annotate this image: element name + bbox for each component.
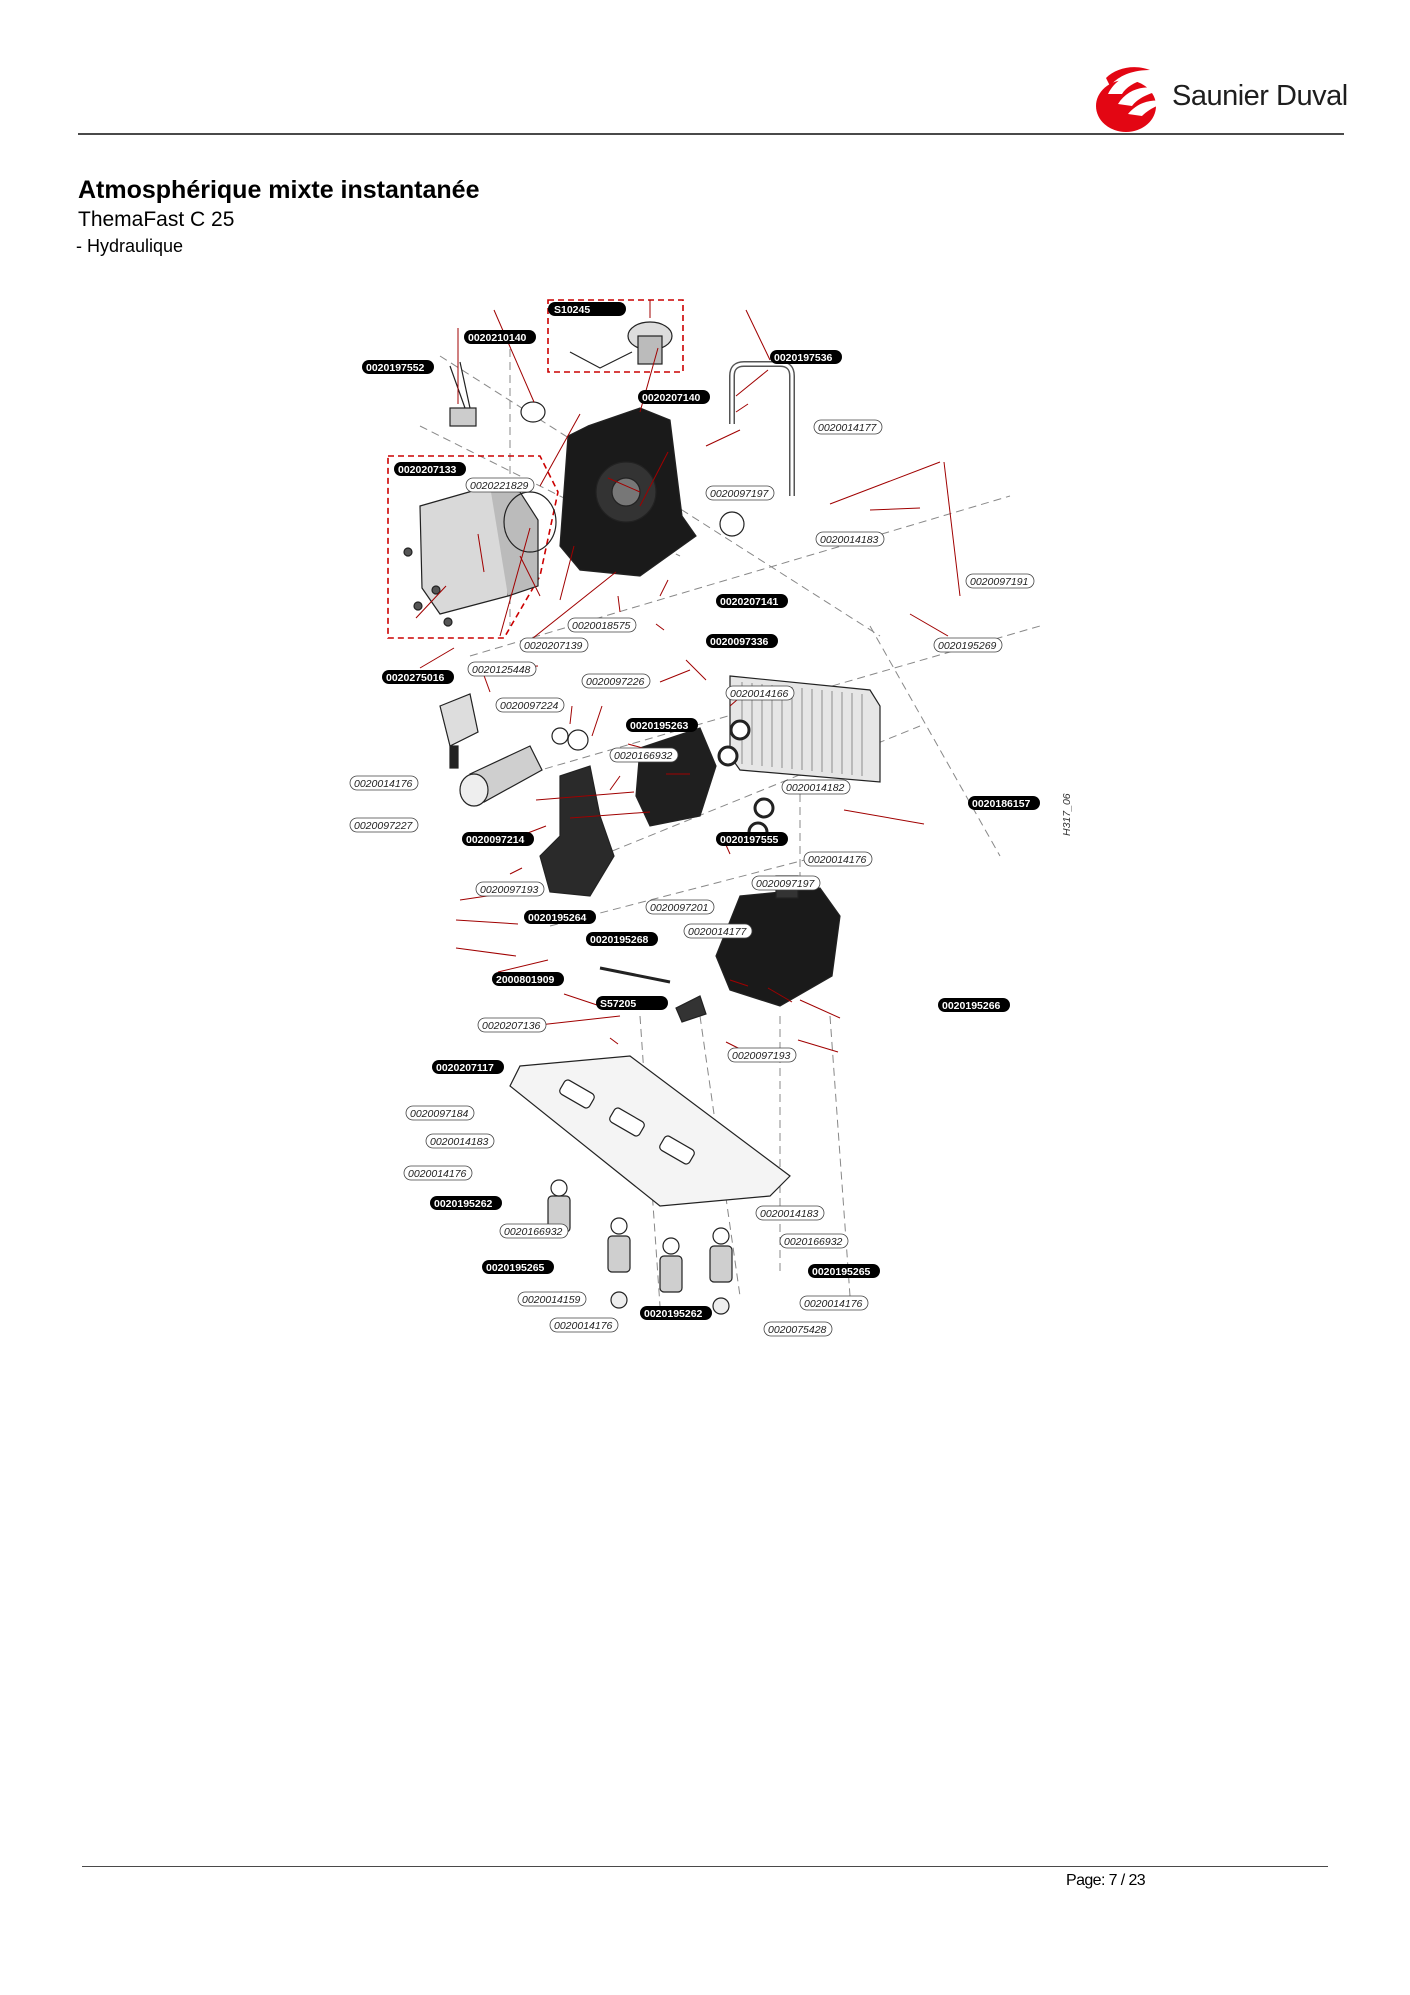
svg-text:0020166932: 0020166932	[504, 1226, 563, 1238]
svg-text:0020195266: 0020195266	[942, 1000, 1001, 1012]
svg-text:0020195263: 0020195263	[630, 720, 689, 732]
svg-text:0020014176: 0020014176	[354, 778, 413, 790]
svg-text:0020097184: 0020097184	[410, 1108, 469, 1120]
svg-text:0020207136: 0020207136	[482, 1020, 541, 1032]
svg-text:0020197555: 0020197555	[720, 834, 779, 846]
svg-text:0020197552: 0020197552	[366, 362, 425, 374]
svg-text:0020221829: 0020221829	[470, 480, 529, 492]
brand-name: Saunier Duval	[1172, 80, 1348, 112]
svg-text:0020166932: 0020166932	[614, 750, 673, 762]
svg-text:0020014176: 0020014176	[808, 854, 867, 866]
svg-text:0020207117: 0020207117	[436, 1062, 494, 1074]
svg-text:0020097197: 0020097197	[710, 488, 770, 500]
svg-text:0020097193: 0020097193	[480, 884, 539, 896]
svg-text:0020207140: 0020207140	[642, 392, 701, 404]
svg-text:0020014159: 0020014159	[522, 1294, 581, 1306]
svg-text:0020014183: 0020014183	[430, 1136, 489, 1148]
svg-text:2000801909: 2000801909	[496, 974, 555, 986]
svg-text:0020014176: 0020014176	[408, 1168, 467, 1180]
exploded-diagram: S10245 0020210140 0020197552 0020197536 …	[349, 296, 1080, 1346]
svg-text:0020097224: 0020097224	[500, 700, 559, 712]
svg-text:0020014182: 0020014182	[786, 782, 845, 794]
svg-text:S57205: S57205	[600, 998, 636, 1010]
svg-text:0020097193: 0020097193	[732, 1050, 791, 1062]
page-title: Atmosphérique mixte instantanée	[78, 176, 480, 204]
svg-text:0020197536: 0020197536	[774, 352, 833, 364]
svg-text:0020275016: 0020275016	[386, 672, 445, 684]
svg-text:0020097214: 0020097214	[466, 834, 525, 846]
footer-rule	[82, 1866, 1328, 1867]
svg-text:0020195262: 0020195262	[434, 1198, 493, 1210]
svg-text:S10245: S10245	[554, 304, 590, 316]
page-number: Page: 7 / 23	[1066, 1872, 1146, 1889]
svg-text:0020097336: 0020097336	[710, 636, 769, 648]
svg-text:0020125448: 0020125448	[472, 664, 531, 676]
flame-logo-icon	[1096, 67, 1170, 132]
header-rule	[78, 133, 1344, 135]
svg-text:0020014183: 0020014183	[760, 1208, 819, 1220]
svg-text:0020210140: 0020210140	[468, 332, 527, 344]
svg-text:0020097201: 0020097201	[650, 902, 708, 914]
svg-text:0020186157: 0020186157	[972, 798, 1031, 810]
model-name: ThemaFast C 25	[78, 208, 235, 231]
svg-text:0020097226: 0020097226	[586, 676, 645, 688]
svg-text:0020014176: 0020014176	[554, 1320, 613, 1332]
svg-text:0020195262: 0020195262	[644, 1308, 703, 1320]
svg-text:0020014183: 0020014183	[820, 534, 879, 546]
svg-text:0020166932: 0020166932	[784, 1236, 843, 1248]
svg-text:0020195268: 0020195268	[590, 934, 649, 946]
svg-text:0020097197: 0020097197	[756, 878, 816, 890]
section-name: - Hydraulique	[76, 236, 184, 256]
svg-text:0020207133: 0020207133	[398, 464, 457, 476]
svg-text:0020014176: 0020014176	[804, 1298, 863, 1310]
svg-text:0020207139: 0020207139	[524, 640, 583, 652]
svg-text:0020195265: 0020195265	[812, 1266, 871, 1278]
svg-text:0020075428: 0020075428	[768, 1324, 827, 1336]
svg-text:0020014166: 0020014166	[730, 688, 789, 700]
brand-logo: Saunier Duval	[1088, 64, 1348, 134]
svg-text:0020195269: 0020195269	[938, 640, 997, 652]
svg-text:0020097227: 0020097227	[354, 820, 414, 832]
svg-text:0020097191: 0020097191	[970, 576, 1028, 588]
svg-text:0020195265: 0020195265	[486, 1262, 545, 1274]
svg-text:0020014177: 0020014177	[688, 926, 748, 938]
svg-text:0020207141: 0020207141	[720, 596, 779, 608]
hydraulic-parts-drawing: S10245 0020210140 0020197552 0020197536 …	[349, 299, 1073, 1337]
svg-text:0020018575: 0020018575	[572, 620, 631, 632]
svg-text:0020195264: 0020195264	[528, 912, 587, 924]
drawing-code: H317_06	[1061, 793, 1073, 836]
svg-text:0020014177: 0020014177	[818, 422, 878, 434]
